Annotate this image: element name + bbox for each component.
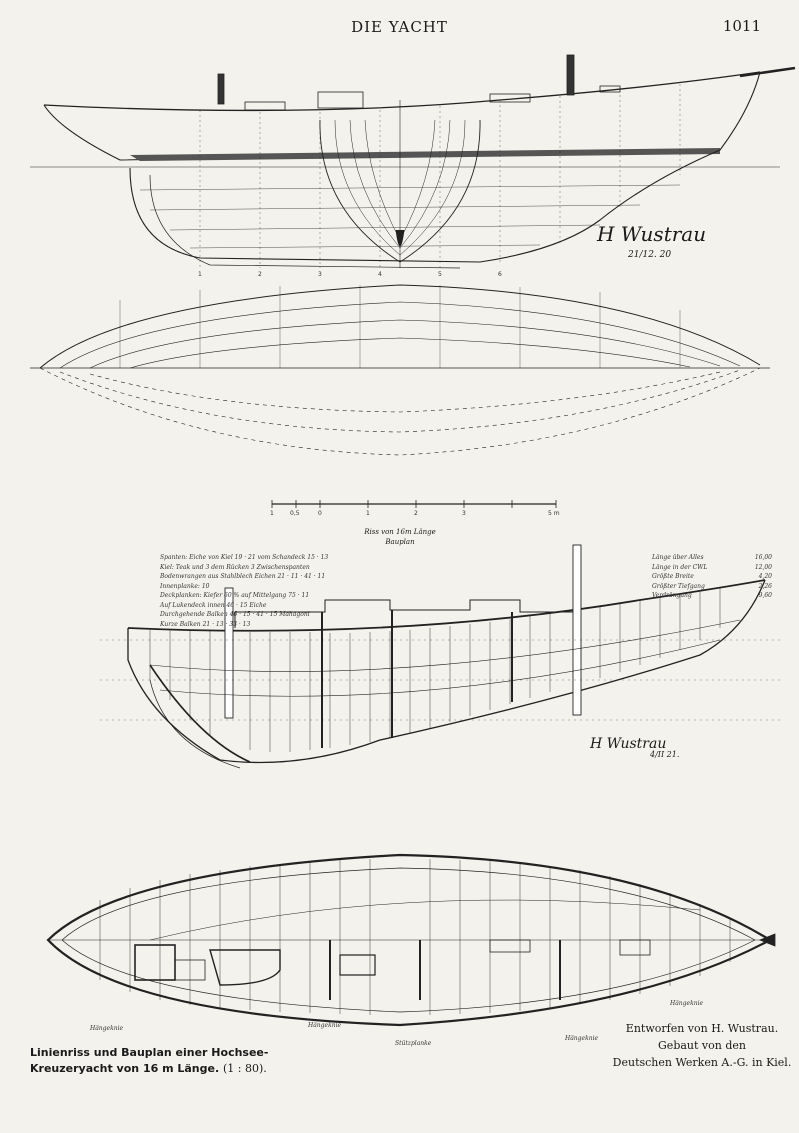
scale-bar <box>271 500 557 508</box>
spec-line: Auf Lukendeck innen 46 · 15 Eiche <box>160 601 267 609</box>
signature-upper-date: 21/12. 20 <box>628 250 672 260</box>
note-label: Hängeknie <box>565 1035 599 1042</box>
scale-tick-label: 1 <box>270 510 274 517</box>
credit-caption: Entworfen von H. Wustrau. Gebaut von den… <box>612 1020 792 1071</box>
scale-caption: Riss von 16m Länge Bauplan <box>330 527 470 547</box>
scale-tick-label: 2 <box>414 510 418 517</box>
scale-caption-line1: Riss von 16m Länge <box>364 528 436 536</box>
scale-bar-labels: 1 0,5 0 1 2 3 5 m <box>270 510 560 517</box>
caption-scale: (1 : 80). <box>223 1062 267 1075</box>
spec-line: Kiel: Teak und 3 dem Rücken 3 Zwischensp… <box>160 563 310 571</box>
spec-line: Kurze Balken 21 · 13 · 33 · 13 <box>160 620 251 628</box>
spec-line: Bodenwrangen aus Stahlblech Eichen 21 · … <box>160 573 326 580</box>
signature-lower: H Wustrau <box>590 736 667 752</box>
note-label: Hängeknie <box>90 1025 124 1032</box>
credit-line3: Deutschen Werken A.-G. in Kiel. <box>612 1056 792 1069</box>
page-number: 1011 <box>722 17 761 35</box>
deck-plan <box>46 853 776 1027</box>
spec-line: Deckplanken: Kiefer 60 % auf Mittelgang … <box>160 592 310 599</box>
note-label: Stützplanke <box>395 1040 432 1047</box>
note-label: Hängeknie <box>308 1022 342 1029</box>
note-label: Hängeknie <box>670 1000 704 1007</box>
figure-caption: Linienriss und Bauplan einer Hochsee- Kr… <box>30 1045 270 1077</box>
svg-text:6: 6 <box>498 271 502 278</box>
svg-text:3: 3 <box>318 271 322 278</box>
scale-tick-label: 5 m <box>548 510 560 517</box>
svg-text:5: 5 <box>438 271 442 278</box>
spec-line: Durchgehende Balken 46 · 15 · 41 · 15 Ma… <box>160 611 310 618</box>
signature-upper: H Wustrau <box>597 222 707 246</box>
scale-caption-line2: Bauplan <box>385 538 415 546</box>
half-breadth-plan <box>30 284 770 456</box>
signature-lower-date: 4/II 21. <box>650 750 680 759</box>
credit-line1: Entworfen von H. Wustrau. <box>625 1022 779 1035</box>
svg-text:2: 2 <box>258 271 262 278</box>
construction-specs: Spanten: Eiche von Kiel 19 · 21 vom Scha… <box>160 553 360 629</box>
svg-text:1: 1 <box>198 271 202 278</box>
scale-tick-label: 0,5 <box>290 510 300 517</box>
scale-tick-label: 1 <box>366 510 370 517</box>
spec-line: Innenplanke: 10 <box>160 582 210 590</box>
caption-line1: Linienriss und Bauplan einer Hochsee- <box>30 1046 269 1059</box>
caption-line2: Kreuzeryacht von 16 m Länge. (1 : 80). <box>30 1062 267 1075</box>
lines-profile-drawing: 1 2 3 4 5 6 <box>30 54 796 278</box>
credit-line2: Gebaut von den <box>658 1039 746 1052</box>
scale-tick-label: 0 <box>318 510 322 517</box>
spec-line: Spanten: Eiche von Kiel 19 · 21 vom Scha… <box>160 554 329 561</box>
construction-profile <box>100 544 780 769</box>
page-title: DIE YACHT <box>351 18 448 36</box>
svg-text:4: 4 <box>378 271 382 278</box>
scale-tick-label: 3 <box>462 510 466 517</box>
